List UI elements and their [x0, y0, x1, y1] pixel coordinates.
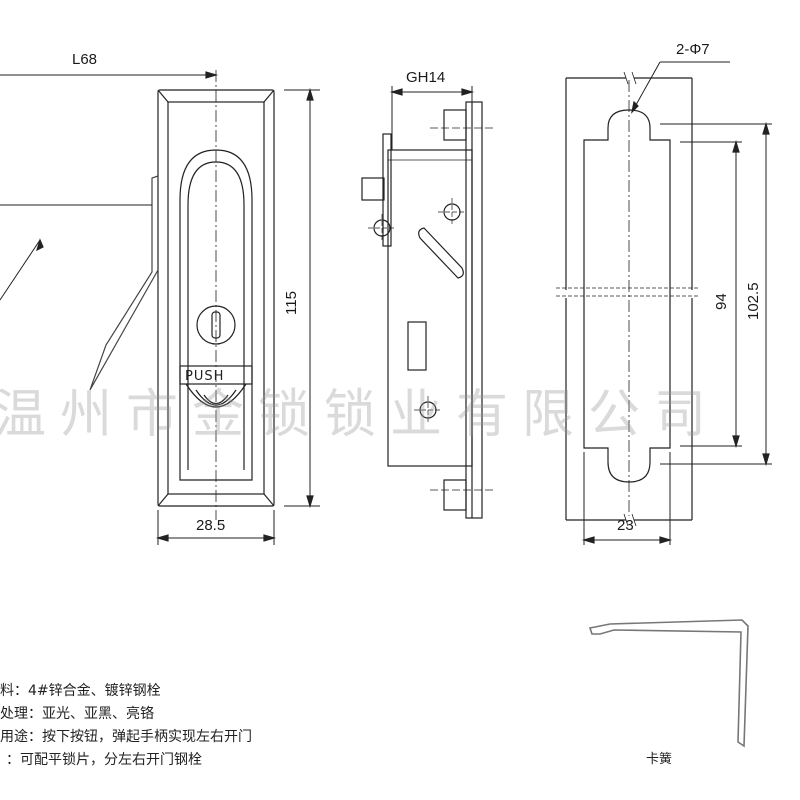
- push-button-label: PUSH: [185, 369, 224, 384]
- spring-clip-label: 卡簧: [646, 752, 673, 767]
- dim-102-5: 102.5: [745, 282, 762, 320]
- side-view: [361, 86, 496, 519]
- spec-usage: 用途：按下按钮，弹起手柄实现左右开门: [0, 729, 252, 745]
- watermark: 温州市金锁锁业有限公司: [0, 385, 721, 445]
- spec-finish: 处理：亚光、亚黑、亮铬: [0, 706, 154, 722]
- spec-note: ：可配平锁片，分左右开门钢栓: [6, 752, 202, 768]
- spec-list: 料：4#锌合金、镀锌钢栓 处理：亚光、亚黑、亮铬 用途：按下按钮，弹起手柄实现左…: [0, 680, 252, 772]
- spec-material: 料：4#锌合金、镀锌钢栓: [0, 683, 161, 699]
- dim-2-phi7: 2-Φ7: [676, 41, 710, 58]
- dim-l68: L68: [72, 51, 97, 68]
- dim-94: 94: [713, 293, 730, 310]
- cutout-view: [556, 61, 772, 545]
- dim-28-5: 28.5: [196, 517, 225, 534]
- dim-23: 23: [617, 517, 634, 534]
- spring-clip-drawing: [588, 619, 749, 748]
- dim-115: 115: [283, 291, 300, 315]
- dim-gh14: GH14: [406, 69, 445, 86]
- front-view: [0, 70, 320, 545]
